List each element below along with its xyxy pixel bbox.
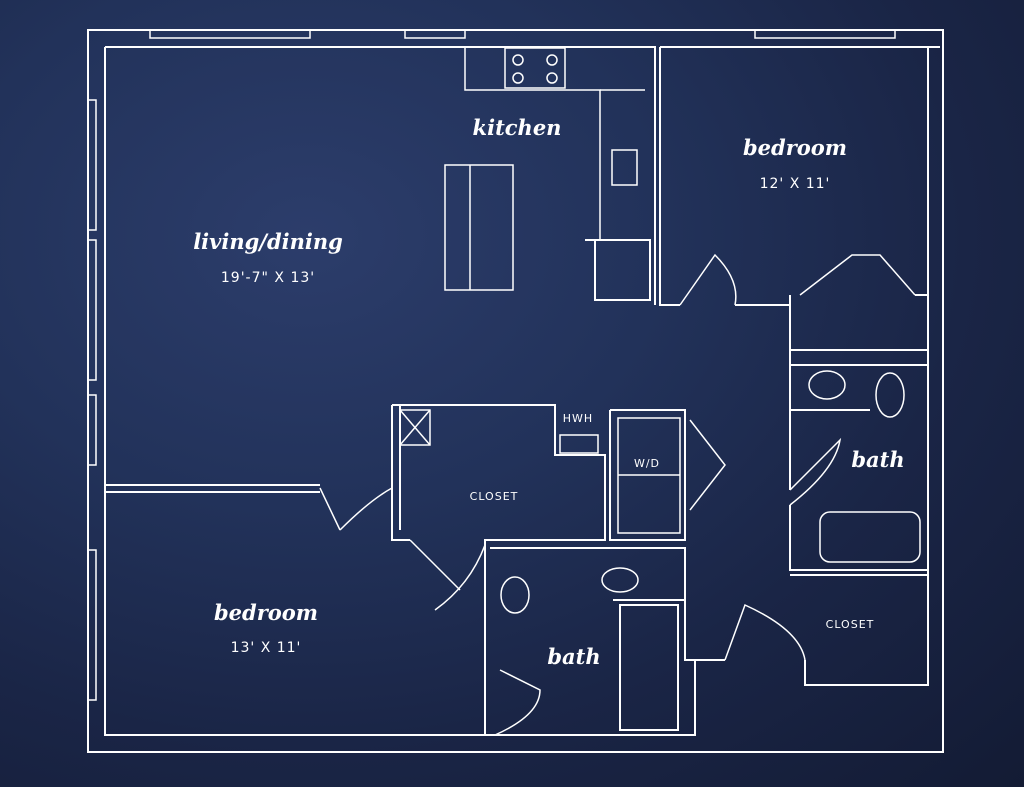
hwh-label: HWH [562, 412, 594, 425]
door-swings [319, 253, 916, 736]
living-dining-dims: 19'-7" X 13' [220, 270, 316, 286]
bedroom-1-dims: 12' X 11' [759, 176, 831, 192]
exterior-walls [87, 29, 944, 753]
bedroom-1-label: bedroom [742, 135, 848, 160]
closet-2-label: CLOSET [825, 618, 875, 631]
kitchen-fixtures [399, 47, 921, 614]
bedroom-2-label: bedroom [213, 600, 319, 625]
bedroom-2-dims: 13' X 11' [230, 640, 302, 656]
windows [87, 29, 896, 701]
interior-walls [105, 47, 928, 735]
living-dining-label: living/dining [193, 229, 343, 254]
bath-1-label: bath [851, 447, 905, 472]
wd-label: W/D [633, 457, 661, 470]
bath-2-label: bath [547, 644, 601, 669]
closet-1-label: CLOSET [469, 490, 519, 503]
kitchen-label: kitchen [472, 115, 562, 140]
